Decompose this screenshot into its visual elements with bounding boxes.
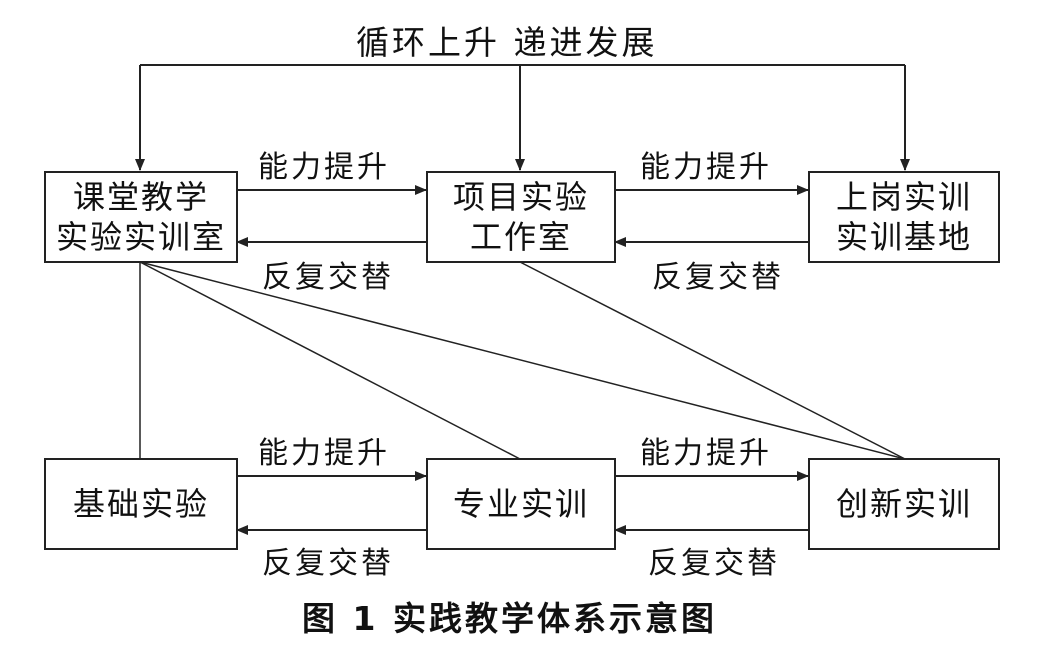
node-project-studio: 项目实验 工作室 (426, 171, 616, 263)
node-onjob-training: 上岗实训 实训基地 (808, 171, 1000, 263)
node-onjob-line1: 上岗实训 (835, 178, 972, 216)
label-backward-4: 反复交替 (648, 546, 780, 581)
node-project-line1: 项目实验 (452, 178, 589, 216)
node-major-label: 专业实训 (452, 485, 589, 523)
node-classroom-lab: 课堂教学 实验实训室 (44, 171, 238, 263)
link-project-innovate (519, 261, 906, 460)
node-project-line2: 工作室 (469, 218, 572, 256)
label-forward-3: 能力提升 (258, 436, 390, 471)
node-innovate-label: 创新实训 (835, 485, 972, 523)
node-major-training: 专业实训 (426, 458, 616, 550)
figure-caption: 图 1 实践教学体系示意图 (302, 599, 717, 638)
node-onjob-line2: 实训基地 (835, 218, 972, 256)
node-innovation-training: 创新实训 (808, 458, 1000, 550)
diagram-title: 循环上升 递进发展 (356, 23, 658, 62)
node-basic-experiment: 基础实验 (44, 458, 238, 550)
label-backward-1: 反复交替 (262, 260, 394, 295)
node-basic-label: 基础实验 (72, 485, 209, 523)
label-forward-1: 能力提升 (258, 150, 390, 185)
label-forward-2: 能力提升 (640, 150, 772, 185)
node-classroom-line1: 课堂教学 (72, 178, 209, 216)
link-classroom-major (139, 261, 521, 460)
label-backward-2: 反复交替 (652, 260, 784, 295)
node-classroom-line2: 实验实训室 (55, 218, 226, 256)
link-classroom-innovate (139, 261, 906, 460)
label-forward-4: 能力提升 (640, 436, 772, 471)
label-backward-3: 反复交替 (262, 546, 394, 581)
